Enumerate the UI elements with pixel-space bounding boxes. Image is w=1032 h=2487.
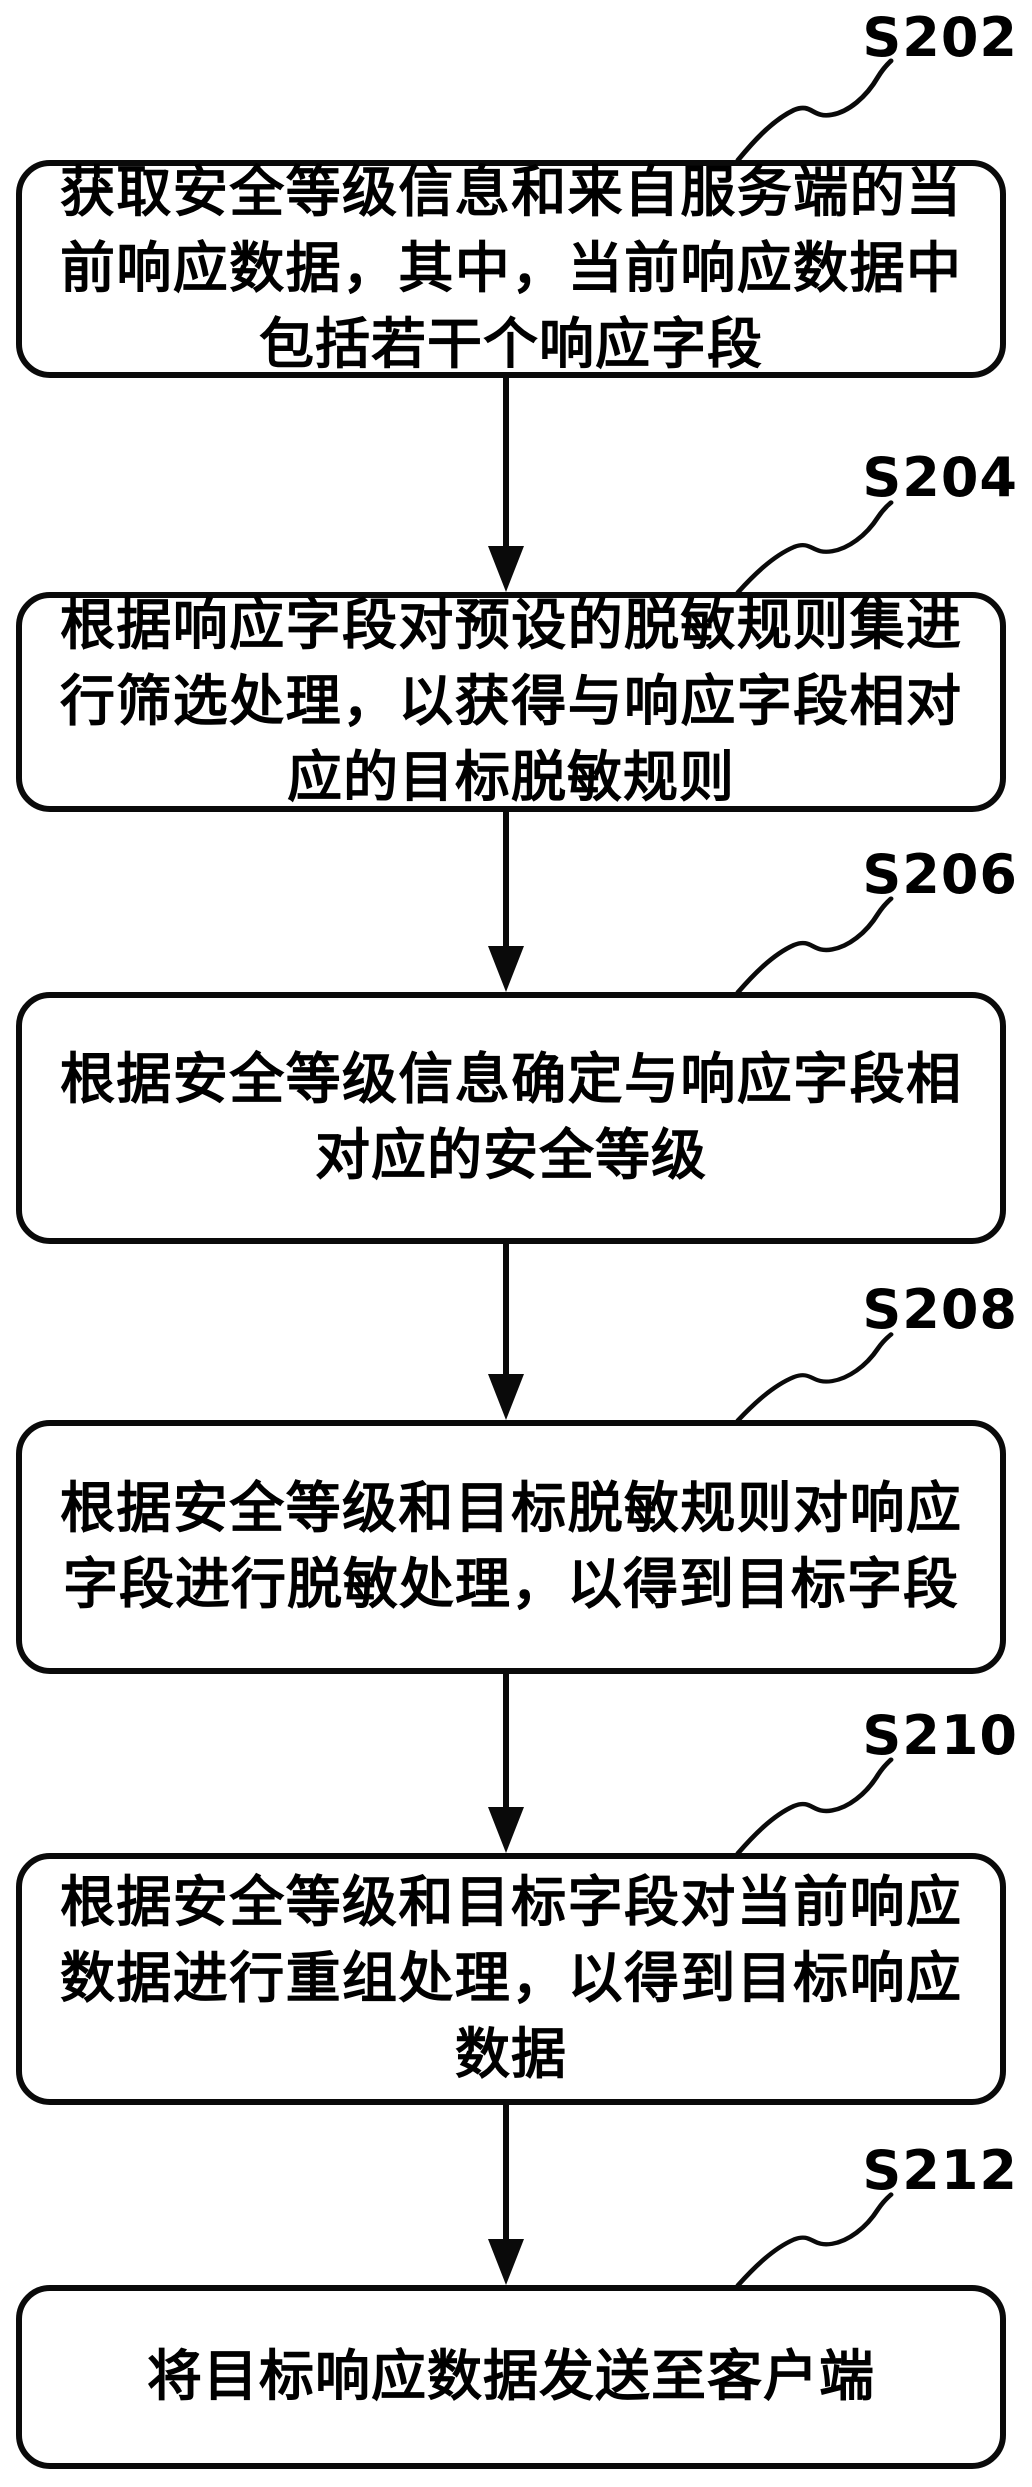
- leader-curve-icon: [735, 896, 894, 994]
- step-label-s212: S212: [862, 2139, 1018, 2202]
- arrow-down-icon: [486, 1674, 526, 1853]
- arrow-down-icon: [486, 378, 526, 592]
- leader-curve-icon: [735, 500, 894, 594]
- arrow-head: [488, 1374, 524, 1420]
- arrow-head: [488, 546, 524, 592]
- flow-step-box-s204: 根据响应字段对预设的脱敏规则集进行筛选处理，以获得与响应字段相对应的目标脱敏规则: [16, 592, 1006, 812]
- flow-step-box-s210: 根据安全等级和目标字段对当前响应数据进行重组处理，以得到目标响应数据: [16, 1853, 1006, 2105]
- leader-curve-icon: [735, 2192, 894, 2287]
- arrow-shaft: [503, 1674, 509, 1809]
- flow-step-box-s212: 将目标响应数据发送至客户端: [16, 2285, 1006, 2469]
- arrow-shaft: [503, 378, 509, 548]
- leader-curve-icon: [735, 58, 894, 162]
- step-label-s208: S208: [862, 1278, 1018, 1341]
- leader-curve-icon: [735, 1757, 894, 1855]
- step-label-s206: S206: [862, 843, 1018, 906]
- arrow-shaft: [503, 1244, 509, 1376]
- arrow-head: [488, 946, 524, 992]
- step-label-s204: S204: [862, 446, 1018, 509]
- flow-step-text: 将目标响应数据发送至客户端: [146, 2344, 875, 2409]
- step-label-s202: S202: [862, 6, 1018, 69]
- flow-step-text: 根据安全等级信息确定与响应字段相对应的安全等级: [60, 1047, 962, 1187]
- flow-step-box-s202: 获取安全等级信息和来自服务端的当前响应数据，其中，当前响应数据中包括若干个响应字…: [16, 160, 1006, 378]
- flow-step-text: 获取安全等级信息和来自服务端的当前响应数据，其中，当前响应数据中包括若干个响应字…: [60, 160, 962, 376]
- arrow-shaft: [503, 2105, 509, 2241]
- flow-step-box-s208: 根据安全等级和目标脱敏规则对响应字段进行脱敏处理，以得到目标字段: [16, 1420, 1006, 1674]
- arrow-down-icon: [486, 812, 526, 992]
- leader-curve-icon: [735, 1332, 894, 1422]
- arrow-down-icon: [486, 2105, 526, 2285]
- arrow-head: [488, 2239, 524, 2285]
- flow-step-text: 根据响应字段对预设的脱敏规则集进行筛选处理，以获得与响应字段相对应的目标脱敏规则: [60, 593, 962, 809]
- flow-step-text: 根据安全等级和目标脱敏规则对响应字段进行脱敏处理，以得到目标字段: [60, 1476, 962, 1616]
- arrow-shaft: [503, 812, 509, 948]
- arrow-down-icon: [486, 1244, 526, 1420]
- flow-step-box-s206: 根据安全等级信息确定与响应字段相对应的安全等级: [16, 992, 1006, 1244]
- flow-step-text: 根据安全等级和目标字段对当前响应数据进行重组处理，以得到目标响应数据: [60, 1870, 962, 2086]
- arrow-head: [488, 1807, 524, 1853]
- step-label-s210: S210: [862, 1704, 1018, 1767]
